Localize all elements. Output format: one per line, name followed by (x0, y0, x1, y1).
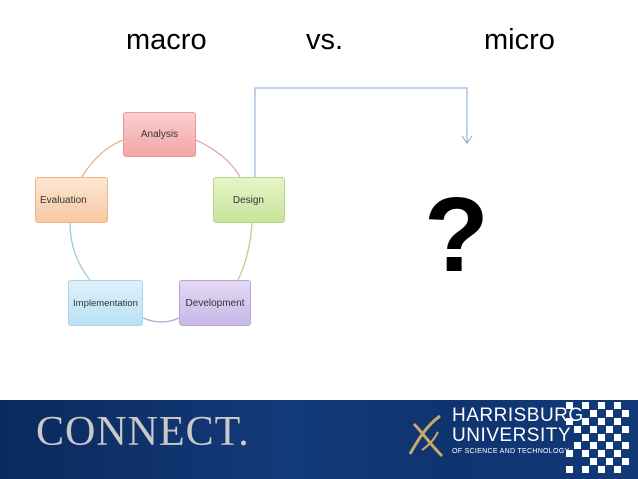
checker-square (622, 458, 629, 465)
checker-square (614, 434, 621, 441)
node-design-label: Design (232, 194, 264, 206)
connect-wordmark: CONNECT. (36, 409, 250, 455)
node-implementation: Implementation (68, 280, 143, 326)
checker-square (566, 466, 573, 473)
node-evaluation-label: Evaluation (40, 194, 87, 206)
node-analysis: Analysis (123, 112, 196, 157)
checker-square (582, 466, 589, 473)
node-development-label: Development (185, 297, 245, 309)
checker-square (622, 410, 629, 417)
footer-banner: CONNECT. HARRISBURG UNIVERSITY OF SCIENC… (0, 400, 638, 479)
checker-square (566, 450, 573, 457)
connector-design-development (237, 222, 253, 281)
checker-square (614, 450, 621, 457)
connector-analysis-design (195, 139, 241, 178)
arrowhead-icon (461, 135, 473, 144)
checker-square (590, 458, 597, 465)
checker-square (582, 402, 589, 409)
checker-square (582, 450, 589, 457)
checker-square (614, 466, 621, 473)
checker-square (566, 418, 573, 425)
checker-square (582, 418, 589, 425)
checker-square (574, 426, 581, 433)
connector-implementation-evaluation (69, 222, 91, 281)
vs-title: vs. (306, 24, 344, 56)
checker-square (598, 418, 605, 425)
node-development: Development (179, 280, 251, 326)
checker-square (590, 426, 597, 433)
checker-pattern-icon (566, 402, 629, 473)
checker-square (614, 418, 621, 425)
connector-development-implementation (142, 317, 180, 323)
node-design: Design (213, 177, 285, 223)
checker-square (598, 402, 605, 409)
checker-square (614, 402, 621, 409)
checker-square (582, 434, 589, 441)
checker-square (598, 434, 605, 441)
checker-square (598, 450, 605, 457)
macro-to-micro-arrow (254, 87, 468, 177)
checker-square (606, 458, 613, 465)
checker-square (606, 410, 613, 417)
checker-square (598, 466, 605, 473)
checker-square (606, 426, 613, 433)
question-mark: ? (424, 176, 489, 294)
cycle-diagram (69, 87, 473, 323)
macro-title: macro (126, 24, 207, 56)
node-analysis-label: Analysis (140, 129, 179, 140)
checker-square (566, 402, 573, 409)
checker-square (606, 442, 613, 449)
checker-square (622, 426, 629, 433)
university-name-line2: UNIVERSITY (452, 425, 572, 446)
node-implementation-label: Implementation (73, 297, 138, 309)
checker-square (622, 442, 629, 449)
connector-evaluation-analysis (81, 139, 124, 178)
university-tagline: OF SCIENCE AND TECHNOLOGY (452, 448, 570, 455)
node-evaluation: Evaluation (35, 177, 108, 223)
micro-title: micro (484, 24, 555, 56)
university-name-line1: HARRISBURG (452, 405, 584, 426)
checker-square (590, 442, 597, 449)
checker-square (590, 410, 597, 417)
harrisburg-logo-icon (408, 414, 444, 458)
checker-square (574, 442, 581, 449)
